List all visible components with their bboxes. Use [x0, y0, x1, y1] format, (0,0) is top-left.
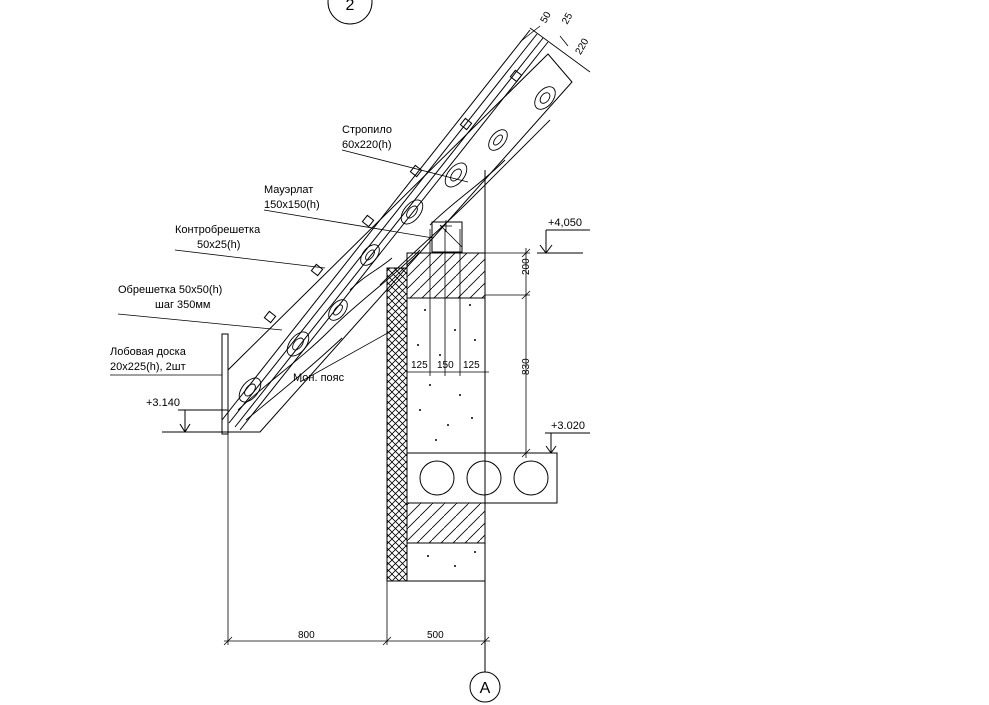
leader-lines: [110, 149, 469, 383]
dim-25: 25: [560, 11, 575, 27]
batten-label: Обрешетка 50х50(h): [118, 284, 222, 296]
level-3020: +3.020: [551, 420, 585, 432]
rafter-size: 60х220(h): [342, 139, 392, 151]
mauerlat-label: Мауэрлат: [264, 184, 313, 196]
axis-label-a: A: [480, 680, 491, 697]
level-marker-4050: [537, 229, 590, 254]
batten-blocks: [263, 69, 523, 324]
dim-125-left: 125: [411, 360, 428, 371]
axis-bubble-2: [327, 0, 373, 25]
roof-layers: [221, 29, 549, 431]
fascia-label: Лобовая доска: [110, 346, 187, 358]
wall-concrete-upper: [406, 297, 486, 454]
fascia-size: 20х225(h), 2шт: [110, 361, 186, 373]
wall-insulation: [386, 267, 408, 582]
level-3140: +3.140: [146, 397, 180, 409]
wall-lower-concrete: [406, 542, 486, 582]
concrete-specks: [417, 304, 476, 567]
dim-830: 830: [521, 358, 532, 375]
level-4050: +4,050: [548, 217, 582, 229]
dim-220: 220: [574, 36, 592, 56]
counter-batten-label: Контробрешетка: [175, 224, 261, 236]
fascia-board: [221, 333, 229, 435]
counter-batten-size: 50х25(h): [197, 239, 240, 251]
dim-125-right: 125: [463, 360, 480, 371]
dim-50: 50: [539, 10, 554, 26]
rafter-label: Стропило: [342, 124, 392, 136]
level-marker-3140: [162, 409, 228, 433]
ring-beam: [406, 252, 486, 299]
wall-lower-hatched: [406, 502, 486, 544]
rafter-wood-grain: [237, 86, 556, 421]
level-marker-3020: [545, 432, 590, 454]
mauerlat-size: 150х150(h): [264, 199, 320, 211]
ring-beam-label: Мон. пояс: [293, 372, 345, 384]
dim-500: 500: [427, 630, 444, 641]
hollow-core-slab: [406, 452, 558, 504]
dimension-lines: [223, 25, 591, 646]
axis-label-2: 2: [346, 0, 355, 14]
dim-150: 150: [437, 360, 454, 371]
dim-200: 200: [521, 258, 532, 275]
batten-spacing: шаг 350мм: [155, 299, 211, 311]
mauerlat-cross: [439, 220, 463, 248]
dim-800: 800: [298, 630, 315, 641]
mauerlat: [431, 221, 463, 253]
